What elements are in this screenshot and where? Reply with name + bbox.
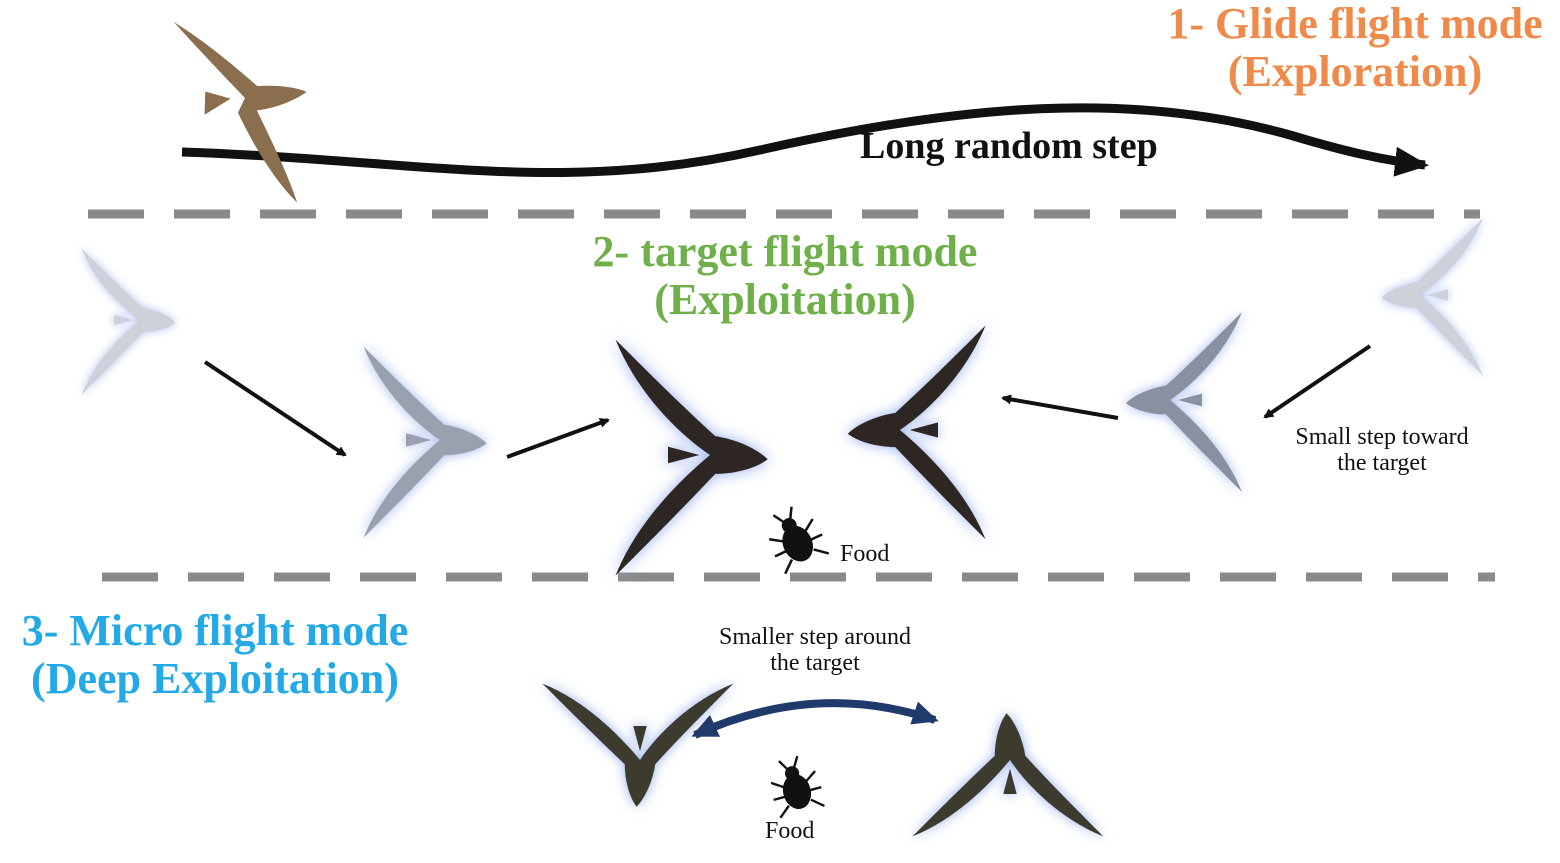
glide-mode-title-line1: 1- Glide flight mode bbox=[1145, 0, 1560, 48]
beetle-food-icon bbox=[759, 500, 831, 575]
swift-bird-icon bbox=[616, 340, 768, 576]
swift-bird-icon bbox=[542, 684, 733, 807]
target-mode-title-line2: (Exploitation) bbox=[540, 276, 1030, 324]
arrow-icon bbox=[1265, 346, 1370, 417]
small-step-label-line1: Small step toward bbox=[1262, 424, 1502, 450]
long-random-step-arrow bbox=[182, 108, 1425, 173]
food-label: Food bbox=[840, 541, 889, 567]
swift-bird-icon bbox=[848, 326, 986, 540]
glide-mode-title-line2: (Exploration) bbox=[1145, 48, 1560, 96]
long-random-step-label: Long random step bbox=[860, 126, 1158, 168]
swift-bird-icon bbox=[912, 713, 1103, 836]
small-step-label: Small step toward the target bbox=[1262, 424, 1502, 477]
swift-bird-icon bbox=[1382, 218, 1484, 376]
small-step-label-line2: the target bbox=[1262, 450, 1502, 476]
glide-mode-title: 1- Glide flight mode (Exploration) bbox=[1145, 0, 1560, 97]
arrow-icon bbox=[507, 420, 608, 457]
target-mode-title-line1: 2- target flight mode bbox=[540, 228, 1030, 276]
swift-bird-icon bbox=[364, 347, 487, 538]
arrow-icon bbox=[1003, 398, 1118, 418]
micro-mode-title-line1: 3- Micro flight mode bbox=[0, 607, 430, 655]
smaller-step-label-line2: the target bbox=[680, 650, 950, 676]
swift-bird-icon bbox=[82, 249, 176, 395]
smaller-step-double-arrow bbox=[695, 703, 935, 735]
smaller-step-label: Smaller step around the target bbox=[680, 624, 950, 677]
arrow-icon bbox=[205, 362, 345, 455]
micro-mode-title-line2: (Deep Exploitation) bbox=[0, 655, 430, 703]
beetle-food-icon bbox=[764, 752, 826, 818]
food-label: Food bbox=[765, 818, 814, 844]
micro-mode-title: 3- Micro flight mode (Deep Exploitation) bbox=[0, 607, 430, 704]
swift-bird-icon bbox=[1126, 312, 1242, 492]
target-mode-title: 2- target flight mode (Exploitation) bbox=[540, 228, 1030, 325]
smaller-step-label-line1: Smaller step around bbox=[680, 624, 950, 650]
swift-bird-icon bbox=[174, 1, 326, 218]
